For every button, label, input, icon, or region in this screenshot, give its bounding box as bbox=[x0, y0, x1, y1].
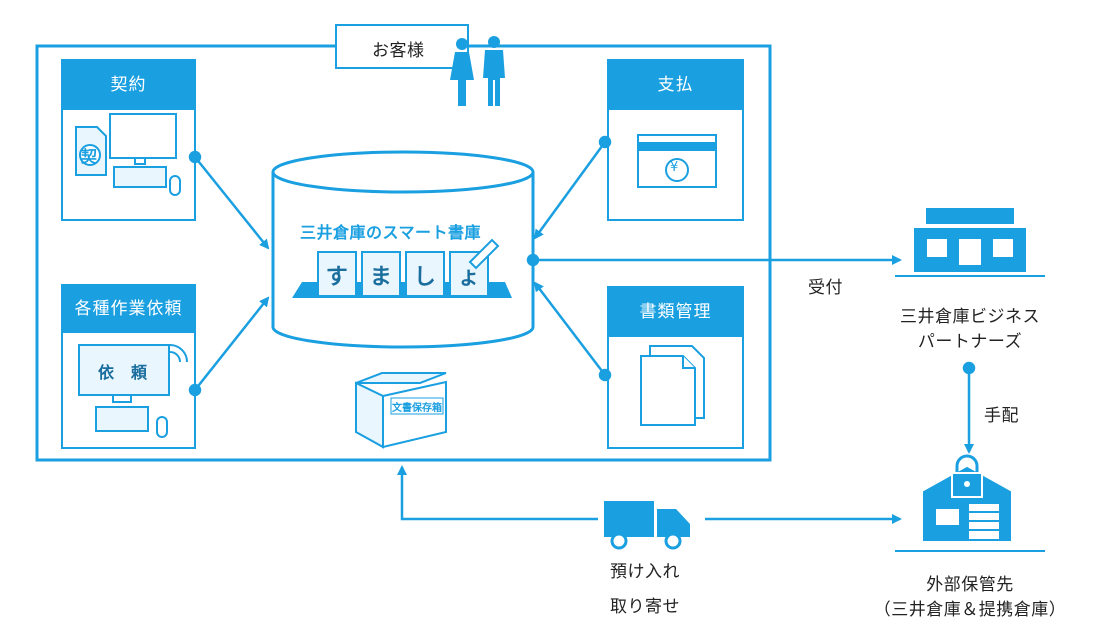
document-box-label: 文書保存箱 bbox=[392, 403, 442, 414]
hub-char-1: す bbox=[325, 265, 349, 290]
partners-name-line1: 三井倉庫ビジネス bbox=[900, 307, 1040, 327]
partners-name-line2: パートナーズ bbox=[917, 332, 1023, 352]
request-screen-text: 依 頼 bbox=[98, 363, 148, 382]
contract-stamp-char: 契 bbox=[81, 147, 98, 166]
customer-label: お客様 bbox=[372, 41, 425, 61]
receive-label: 受付 bbox=[808, 278, 843, 298]
contract-computer-icon bbox=[75, 113, 181, 196]
arrange-label: 手配 bbox=[984, 406, 1019, 426]
customer-label-box bbox=[335, 24, 469, 69]
document-box-icon bbox=[355, 372, 447, 449]
deposit-label: 預け入れ bbox=[610, 562, 680, 582]
documents-icon bbox=[640, 345, 705, 426]
customer-people-icon bbox=[450, 36, 505, 106]
storage-warehouse-icon bbox=[895, 454, 1045, 552]
credit-card-icon bbox=[637, 134, 717, 188]
smart-archive-hub-icon bbox=[271, 150, 535, 349]
storage-name-line1: 外部保管先 bbox=[926, 575, 1014, 595]
hub-char-3: し bbox=[413, 265, 437, 290]
hub-char-4: ょ bbox=[457, 265, 481, 290]
payment-card-title: 支払 bbox=[608, 60, 743, 110]
docs-card-title: 書類管理 bbox=[608, 287, 743, 337]
hub-char-2: ま bbox=[369, 265, 393, 290]
partners-building-icon bbox=[895, 208, 1045, 277]
retrieve-label: 取り寄せ bbox=[610, 597, 680, 617]
contract-card-title: 契約 bbox=[62, 60, 195, 110]
hub-title: 三井倉庫のスマート書庫 bbox=[300, 223, 482, 242]
request-computer-icon bbox=[78, 344, 188, 438]
delivery-truck-icon bbox=[604, 501, 690, 550]
connector-lines bbox=[188, 135, 976, 524]
storage-name-line2: （三井倉庫＆提携倉庫） bbox=[873, 600, 1067, 620]
yen-symbol: ¥ bbox=[670, 160, 679, 175]
request-card-title: 各種作業依頼 bbox=[62, 285, 195, 333]
